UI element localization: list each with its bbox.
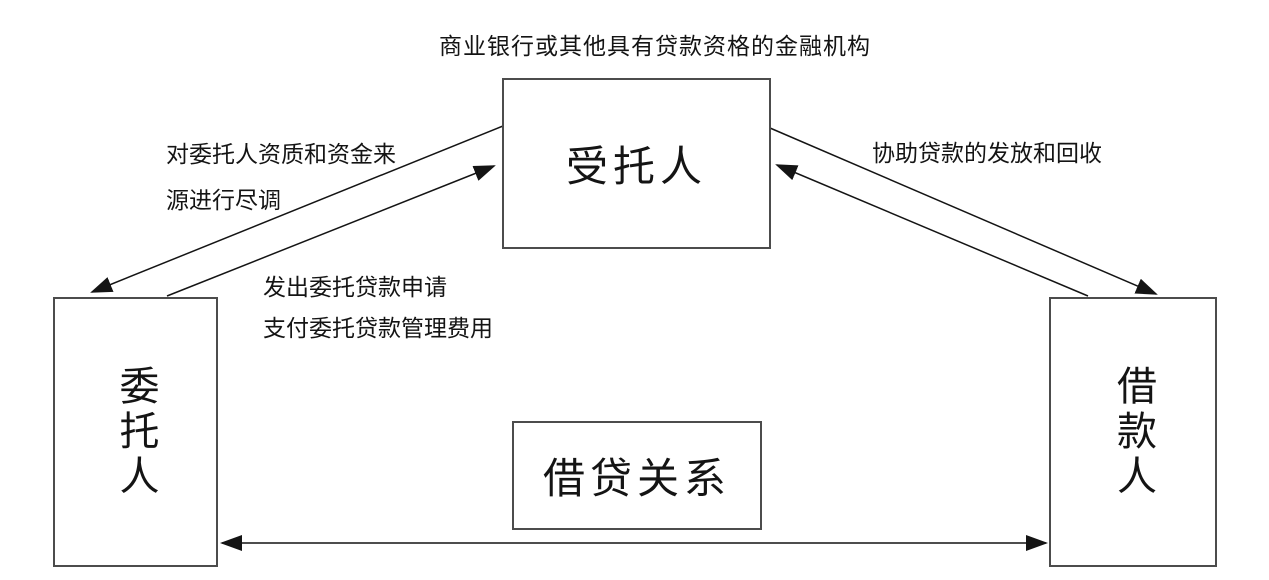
principal-box: 委托人 (53, 297, 218, 567)
arrow-trustee-to-borrower (769, 127, 1158, 295)
due-diligence-label-line1: 对委托人资质和资金来 (166, 141, 396, 167)
diagram-title: 商业银行或其他具有贷款资格的金融机构 (439, 33, 871, 59)
loan-application-label-line1: 发出委托贷款申请 (263, 274, 447, 300)
loan-application-label-line2: 支付委托贷款管理费用 (263, 315, 493, 341)
assist-label: 协助贷款的发放和回收 (872, 140, 1102, 166)
relationship-box: 借贷关系 (512, 421, 762, 530)
principal-label: 委托人 (113, 364, 158, 500)
trustee-box: 受托人 (502, 78, 771, 249)
due-diligence-label-line2: 源进行尽调 (166, 187, 281, 213)
trustee-label: 受托人 (565, 143, 707, 190)
arrow-principal-to-trustee (166, 165, 496, 297)
borrower-box: 借款人 (1049, 297, 1217, 567)
arrow-trustee-to-principal (90, 125, 504, 293)
arrow-borrower-to-trustee (775, 164, 1089, 297)
borrower-label: 借款人 (1111, 364, 1155, 500)
relationship-label: 借贷关系 (542, 455, 731, 502)
